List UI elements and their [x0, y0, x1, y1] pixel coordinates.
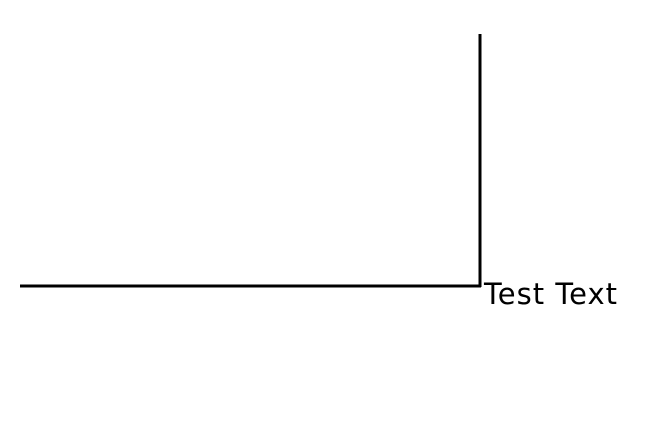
test-text-label: Test Text: [483, 277, 618, 311]
